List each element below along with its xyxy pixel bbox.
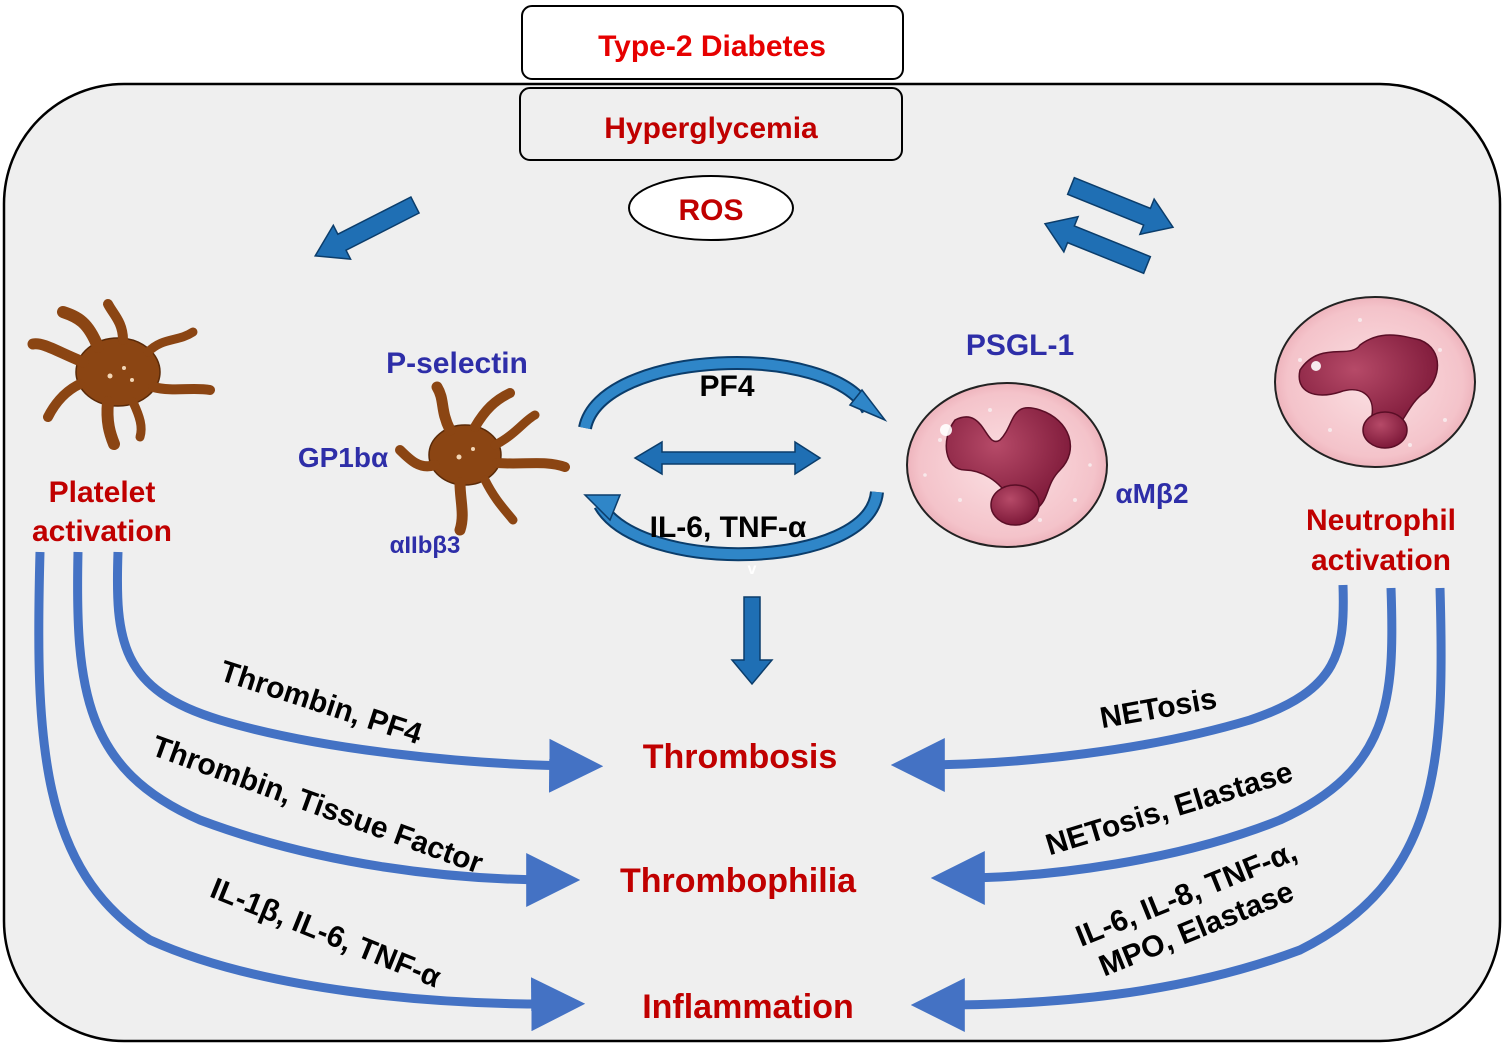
platelet-large-icon: [27, 299, 215, 450]
platelet-activation-line2: activation: [32, 515, 172, 548]
ros-ellipse: ROS: [628, 175, 794, 241]
double-headed-arrow: [633, 440, 822, 476]
p-selectin-label: P-selectin: [386, 347, 528, 380]
outcome-thrombosis: Thrombosis: [643, 738, 838, 776]
type2-diabetes-label: Type-2 Diabetes: [598, 30, 826, 63]
neutrophil-activation-line1: Neutrophil: [1306, 504, 1456, 537]
pf4-label: PF4: [699, 370, 754, 403]
neutrophil-right-icon: [1274, 296, 1476, 468]
platelet-pathway-arrows: [34, 551, 604, 1032]
block-arrow-from-neutrophil: [1043, 215, 1152, 275]
hyperglycemia-label: Hyperglycemia: [604, 112, 818, 145]
down-arrow-to-thrombosis: [730, 596, 774, 686]
il6-tnf-curved-arrow: [583, 490, 884, 562]
arrow-platelet-to-inflammation: [34, 551, 586, 1032]
outcome-thrombophilia: Thrombophilia: [620, 862, 857, 900]
main-panel: [2, 82, 1502, 1043]
ros-label: ROS: [678, 194, 743, 227]
block-arrow-to-neutrophil: [1066, 176, 1175, 236]
gp1ba-label: GP1bα: [298, 442, 388, 473]
amb2-label: αMβ2: [1115, 478, 1188, 509]
psgl1-label: PSGL-1: [966, 329, 1074, 362]
arrow-platelet-to-thrombosis: [112, 551, 604, 793]
il6-tnf-label: IL-6, TNF-α: [650, 511, 807, 544]
pf4-curved-arrow: [578, 356, 888, 431]
arrow-platelet-to-thrombophilia: [73, 551, 581, 907]
neutrophil-activation-line2: activation: [1311, 544, 1451, 577]
outcome-inflammation: Inflammation: [642, 988, 854, 1026]
platelet-small-icon: [395, 381, 570, 536]
block-arrow-to-platelet: [313, 195, 421, 261]
hyperglycemia-box: Hyperglycemia: [519, 87, 903, 161]
type2-diabetes-box: Type-2 Diabetes: [521, 5, 904, 80]
aiib3-label: αIIbβ3: [390, 532, 461, 559]
arrow-neutrophil-to-thrombosis: [890, 584, 1348, 792]
neutrophil-pathway-arrows: [890, 584, 1446, 1032]
arrow-neutrophil-to-thrombophilia: [930, 587, 1397, 905]
arrow-neutrophil-to-inflammation: [910, 587, 1446, 1032]
small-v-mark: v: [748, 561, 757, 578]
platelet-activation-line1: Platelet: [49, 476, 156, 509]
neutrophil-center-icon: [906, 382, 1108, 548]
